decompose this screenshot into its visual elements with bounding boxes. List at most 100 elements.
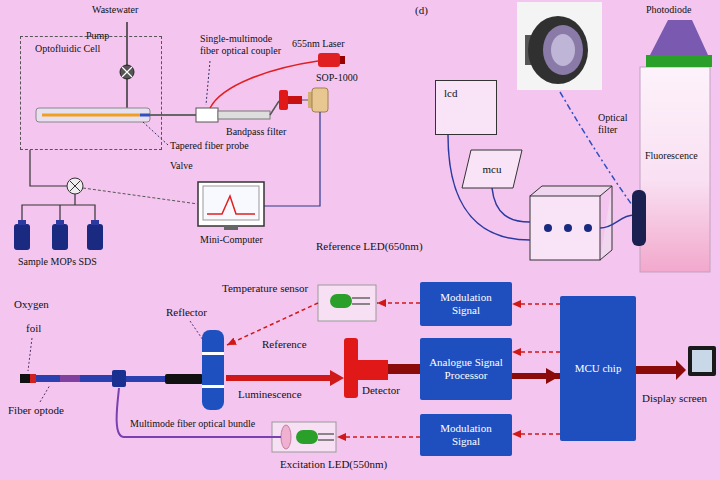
- valve-symbol: [67, 178, 83, 194]
- excitation-led: [318, 434, 334, 440]
- leader-line: [28, 321, 203, 402]
- luminescence-arrow: [226, 370, 344, 386]
- annotation-label: Reference: [262, 338, 307, 351]
- sample-tube: [22, 194, 95, 222]
- node-text: Optofluidic Cell: [35, 43, 100, 55]
- excitation-led: [296, 430, 318, 444]
- annotation-label: foil: [26, 322, 41, 335]
- reflector: [202, 385, 224, 388]
- laser-symbol: [340, 56, 345, 64]
- display-screen: [688, 346, 716, 376]
- display-screen: [692, 350, 712, 372]
- annotation-label: Wastewater: [92, 4, 138, 16]
- device-box: lcd: [435, 80, 497, 135]
- leader-line: [190, 321, 203, 340]
- sensor-photo: [528, 16, 588, 84]
- bandpass-filter: [279, 90, 308, 110]
- annotation-label: Fiber optode: [8, 404, 64, 417]
- circuit-board: [530, 186, 612, 260]
- luminescence-arrow: [330, 370, 344, 386]
- reference-led: [318, 285, 376, 321]
- pump-symbol: [122, 67, 132, 77]
- computer-symbol: [203, 186, 259, 220]
- circuit-board: [530, 186, 612, 260]
- annotation-label: SOP-1000: [316, 72, 358, 84]
- bandpass-filter: [279, 90, 288, 110]
- annotation-label: Excitation LED(550nm): [280, 458, 387, 471]
- process-box: Modulation Signal: [420, 414, 512, 456]
- computer-symbol: [207, 196, 255, 214]
- excitation-led: [281, 425, 291, 449]
- fiber-optode: [112, 370, 126, 387]
- annotation-label: Tapered fiber probe: [170, 140, 249, 152]
- laser-symbol: [318, 53, 340, 67]
- detector-symbol: [344, 338, 420, 398]
- sample-bottle: [56, 220, 64, 225]
- computer-symbol: [198, 182, 264, 226]
- process-box: Modulation Signal: [420, 282, 512, 326]
- output-arrow: [636, 366, 676, 374]
- annotation-label: Pump: [86, 30, 109, 42]
- excitation-led: [272, 422, 336, 452]
- leader-line: [28, 338, 32, 371]
- tapered-fiber-probe: [140, 114, 150, 117]
- fiber-optode: [165, 374, 203, 384]
- sensor-cylinder: [650, 20, 708, 55]
- spectrometer: [308, 88, 328, 112]
- annotation-label: Optical filter: [598, 112, 638, 135]
- wire: [600, 215, 634, 228]
- node-text: Modulation Signal: [425, 422, 507, 447]
- annotation-label: Fluorescence: [645, 150, 698, 162]
- annotation-label: Sample MOPs SDS: [18, 256, 97, 268]
- annotation-label: Display screen: [642, 392, 707, 405]
- sensor-photo: [543, 25, 583, 75]
- sensor-cylinder: [632, 190, 646, 246]
- spectrometer: [312, 88, 328, 112]
- parallelogram-outline: [462, 150, 522, 188]
- leader-line: [206, 61, 210, 105]
- excitation-led: [272, 422, 336, 452]
- display-screen: [688, 346, 716, 376]
- output-arrow: [636, 360, 686, 380]
- control-line: [83, 188, 198, 204]
- computer-symbol: [198, 182, 264, 230]
- sensor-cylinder: [646, 55, 712, 67]
- annotation-label: Multimode fiber optical bundle: [130, 418, 255, 430]
- fiber-optode: [126, 376, 166, 382]
- annotation-label: Luminescence: [238, 388, 302, 401]
- process-box: Analogue Signal Processor: [420, 338, 512, 400]
- optical-fiber: [218, 111, 270, 119]
- sample-bottle: [18, 220, 26, 225]
- wire: [492, 188, 530, 222]
- annotation-label: Single-multimode fiber optical coupler: [200, 33, 292, 56]
- sample-bottle: [14, 220, 103, 250]
- leader-line: [40, 385, 50, 402]
- annotation-label: 655nm Laser: [292, 38, 345, 50]
- sensor-cylinder: [640, 67, 710, 272]
- annotation-label: Oxygen: [14, 298, 49, 311]
- node-text: Modulation Signal: [425, 291, 507, 316]
- signal-arrow: [377, 302, 420, 304]
- sample-bottle: [87, 224, 103, 250]
- annotation-label: Reference LED(650nm): [316, 240, 423, 253]
- control-arrow: [512, 433, 560, 435]
- control-arrow: [512, 303, 560, 305]
- bandpass-filter: [288, 96, 302, 104]
- leader-line: [143, 122, 168, 145]
- valve-symbol: [70, 181, 80, 191]
- reference-led: [330, 294, 352, 308]
- sensor-photo: [551, 34, 575, 66]
- process-box: MCU chip: [560, 296, 636, 441]
- signal-arrow: [337, 436, 420, 438]
- detector-symbol: [358, 360, 388, 380]
- tapered-fiber-probe: [42, 114, 140, 117]
- node-text: mcu: [483, 163, 502, 176]
- optical-fiber: [150, 101, 279, 122]
- device-box: mcu: [462, 150, 522, 188]
- fiber-optode: [36, 375, 116, 382]
- detector-symbol: [388, 364, 420, 374]
- wire: [448, 135, 634, 240]
- sensor-photo: [517, 2, 602, 90]
- pump-symbol: [120, 65, 134, 79]
- computer-symbol: [224, 226, 238, 230]
